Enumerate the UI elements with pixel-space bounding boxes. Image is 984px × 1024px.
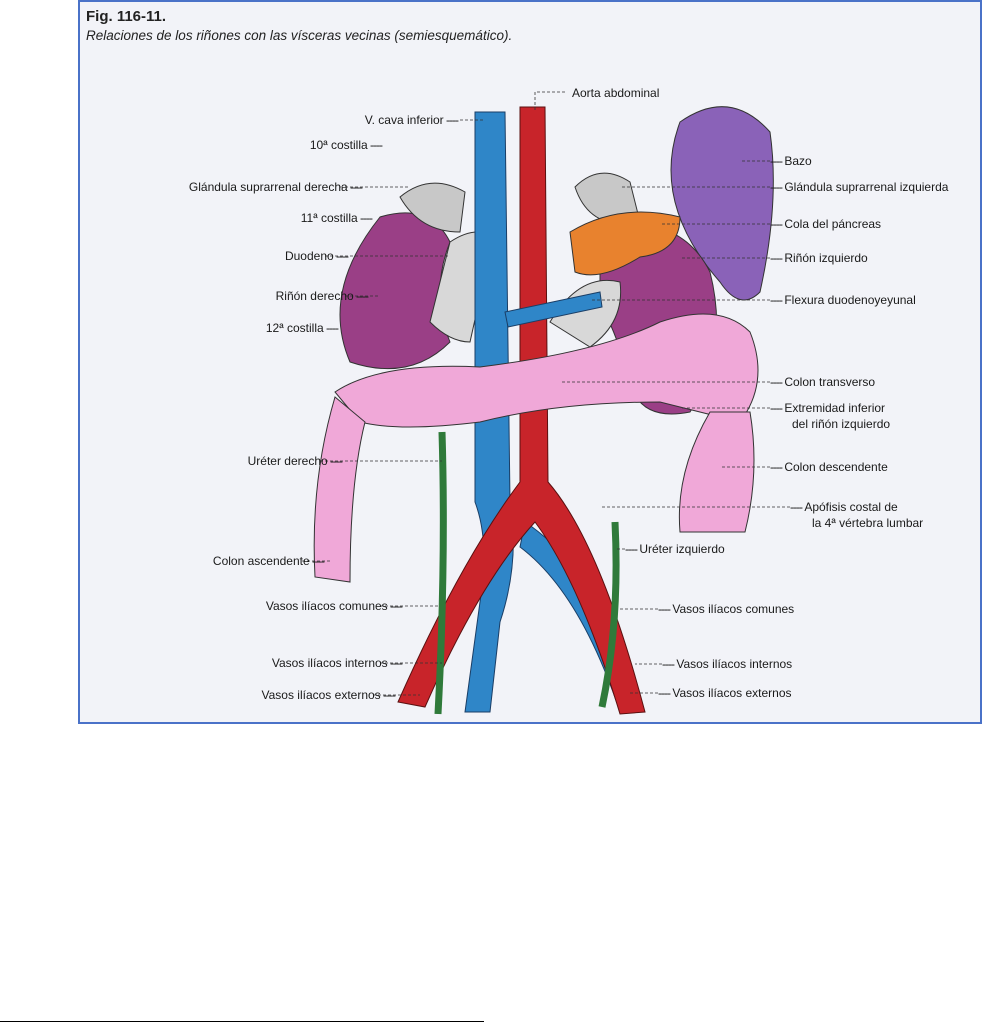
label-vena-cava: V. cava inferior xyxy=(365,113,458,127)
figure-caption: Relaciones de los riñones con las víscer… xyxy=(86,28,513,43)
pancreas-tail xyxy=(569,211,681,276)
duodenojejunal-flexure xyxy=(549,279,622,348)
label-rib-12: 12ª costilla xyxy=(266,321,338,335)
label-descending-colon: Colon descendente xyxy=(770,460,887,474)
right-adrenal xyxy=(399,182,466,233)
figure-number: Fig. 116-11. xyxy=(86,8,167,25)
anatomy-illustration xyxy=(302,91,790,715)
label-internal-iliac-right: Vasos ilíacos internos xyxy=(662,657,792,671)
label-left-ureter: Uréter izquierdo xyxy=(625,542,724,556)
footnote-separator xyxy=(0,1021,484,1022)
label-right-adrenal: Glándula suprarrenal derecha xyxy=(189,180,362,194)
label-common-iliac-left: Vasos ilíacos comunes xyxy=(266,599,402,613)
label-left-kidney: Riñón izquierdo xyxy=(770,251,867,265)
label-transverse-colon: Colon transverso xyxy=(770,375,875,389)
label-right-ureter: Uréter derecho xyxy=(248,454,342,468)
label-internal-iliac-left: Vasos ilíacos internos xyxy=(272,656,402,670)
label-external-iliac-left: Vasos ilíacos externos xyxy=(262,688,396,702)
label-ascending-colon: Colon ascendente xyxy=(213,554,324,568)
label-rib-11: 11ª costilla xyxy=(301,211,372,225)
anatomy-figure: Fig. 116-11. Relaciones de los riñones c… xyxy=(78,0,982,724)
label-duodenojejunal-flexure: Flexura duodenoyeyunal xyxy=(770,293,915,307)
left-ureter xyxy=(598,521,620,708)
spleen xyxy=(670,106,774,301)
label-kidney-lower-pole-1: Extremidad inferior xyxy=(770,401,885,415)
label-external-iliac-right: Vasos ilíacos externos xyxy=(658,686,791,700)
label-pancreas-tail: Cola del páncreas xyxy=(770,217,881,231)
label-right-kidney: Riñón derecho xyxy=(276,289,368,303)
right-ureter xyxy=(434,431,447,715)
label-spleen: Bazo xyxy=(770,154,811,168)
label-aorta: Aorta abdominal xyxy=(572,86,660,100)
label-costal-process-2: la 4ª vértebra lumbar xyxy=(812,516,924,530)
left-renal-vein xyxy=(504,291,603,328)
label-kidney-lower-pole-2: del riñón izquierdo xyxy=(792,417,891,431)
descending-colon xyxy=(678,411,755,533)
label-duodenum: Duodeno xyxy=(285,249,348,263)
label-costal-process-1: Apófisis costal de xyxy=(790,500,897,514)
label-common-iliac-right: Vasos ilíacos comunes xyxy=(658,602,794,616)
ascending-colon xyxy=(313,396,366,583)
label-left-adrenal: Glándula suprarrenal izquierda xyxy=(770,180,948,194)
transverse-colon xyxy=(334,313,759,428)
label-rib-10: 10ª costilla xyxy=(310,138,382,152)
